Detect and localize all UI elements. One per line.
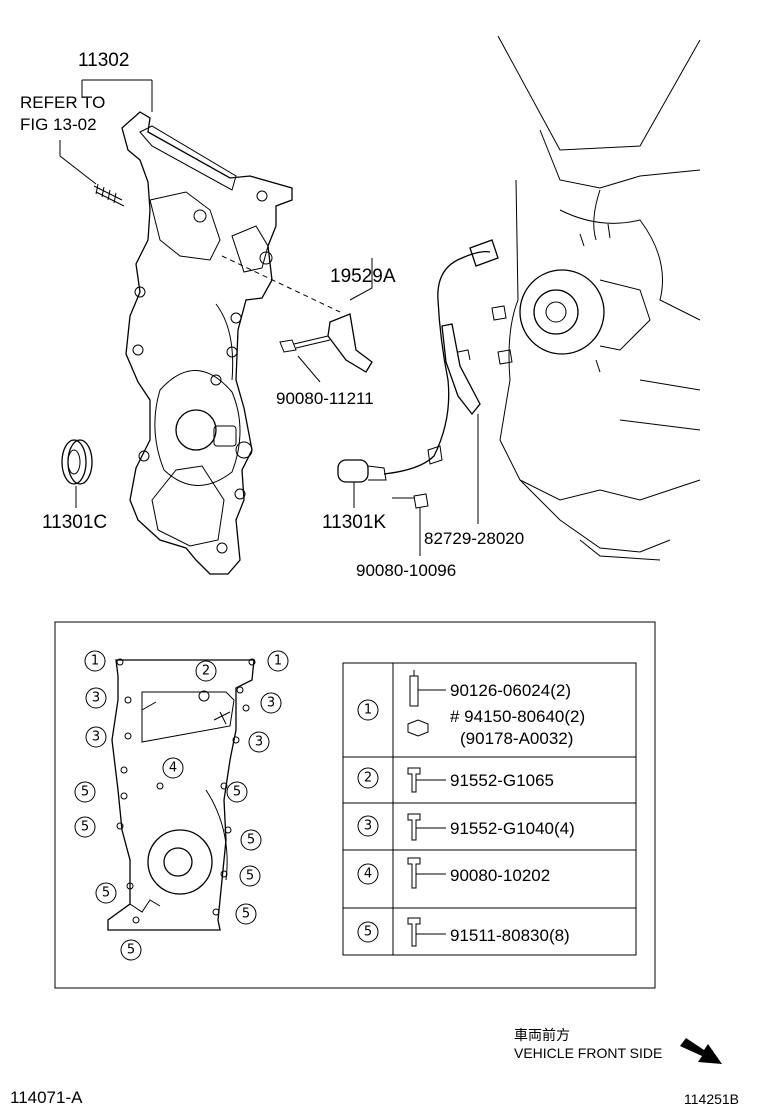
footer-right-code: 114251B — [684, 1091, 739, 1107]
svg-text:5: 5 — [242, 907, 250, 922]
table-row-4: 4 90080-10202 — [357, 857, 550, 889]
label-refer-line1: REFER TO — [20, 93, 105, 112]
svg-text:5: 5 — [127, 943, 135, 958]
label-11302: 11302 — [78, 50, 129, 71]
svg-text:3: 3 — [255, 735, 263, 750]
svg-text:5: 5 — [102, 886, 110, 901]
callout-1-right: 1 — [267, 650, 289, 672]
callout-3-d: 3 — [248, 731, 270, 753]
label-refer-line2: FIG 13-02 — [20, 115, 97, 134]
label-11301K: 11301K — [322, 512, 386, 533]
inset-bolt-holes — [116, 658, 256, 924]
callout-2: 2 — [195, 660, 217, 682]
sensor-bracket: 19529A 90080-11211 — [221, 255, 396, 408]
svg-text:1: 1 — [274, 654, 282, 669]
part-91552-G1040: 91552-G1040(4) — [450, 819, 575, 838]
svg-text:1: 1 — [91, 654, 99, 669]
engine-block — [491, 35, 701, 561]
svg-text:5: 5 — [247, 833, 255, 848]
bolt-table: 1 90126-06024(2) # 94150-80640(2) (90178… — [342, 662, 637, 956]
inset-callouts: 1 1 2 3 3 3 3 4 5 5 5 5 5 5 5 5 — [74, 650, 289, 961]
callout-5-g: 5 — [235, 903, 257, 925]
callout-3-c: 3 — [85, 726, 107, 748]
callout-5-h: 5 — [120, 939, 142, 961]
wire-clamp: 82729-28020 — [424, 323, 524, 548]
front-arrow-icon — [680, 1038, 722, 1064]
svg-text:2: 2 — [364, 771, 372, 786]
direction-label-jp: 車両前方 — [514, 1027, 570, 1043]
label-11301C: 11301C — [42, 512, 107, 533]
label-82729-28020: 82729-28020 — [424, 529, 524, 548]
callout-5-d: 5 — [240, 829, 262, 851]
svg-text:2: 2 — [202, 664, 210, 679]
svg-text:4: 4 — [169, 761, 177, 776]
oil-seal: 11301C — [42, 439, 107, 533]
timing-chain-cover — [121, 111, 293, 575]
svg-text:1: 1 — [364, 703, 372, 718]
part-90178-A0032: (90178-A0032) — [460, 729, 573, 748]
direction-label-en: VEHICLE FRONT SIDE — [514, 1045, 662, 1061]
part-94150-80640: # 94150-80640(2) — [450, 707, 585, 726]
callout-3-b: 3 — [260, 692, 282, 714]
callout-3-a: 3 — [85, 687, 107, 709]
svg-text:5: 5 — [81, 785, 89, 800]
callout-4: 4 — [162, 757, 184, 779]
svg-text:3: 3 — [92, 691, 100, 706]
stud-bolt — [93, 183, 125, 207]
bolt-location-inset — [54, 621, 656, 989]
table-row-3: 3 91552-G1040(4) — [357, 813, 575, 841]
svg-text:3: 3 — [364, 819, 372, 834]
vehicle-front-indicator: 車両前方 VEHICLE FRONT SIDE — [514, 1027, 722, 1064]
label-19529A: 19529A — [330, 266, 396, 287]
label-11302-group: 11302 REFER TO FIG 13-02 — [20, 50, 153, 185]
label-90080-11211: 90080-11211 — [276, 389, 374, 408]
label-90080-10096: 90080-10096 — [356, 561, 456, 580]
inset-cover-outline — [107, 658, 256, 931]
table-row-5: 5 91511-80830(8) — [357, 917, 570, 947]
svg-text:5: 5 — [364, 925, 372, 940]
svg-text:5: 5 — [81, 820, 89, 835]
svg-text:5: 5 — [246, 869, 254, 884]
crankshaft-position-sensor: 11301K 90080-10096 — [322, 239, 499, 580]
svg-text:5: 5 — [233, 785, 241, 800]
callout-5-e: 5 — [239, 865, 261, 887]
part-90126-06024: 90126-06024(2) — [450, 681, 571, 700]
callout-1-left: 1 — [84, 650, 106, 672]
table-row-2: 2 91552-G1065 — [357, 767, 554, 793]
callout-5-f: 5 — [95, 882, 117, 904]
svg-text:3: 3 — [92, 730, 100, 745]
callout-5-c: 5 — [74, 816, 96, 838]
svg-text:3: 3 — [267, 696, 275, 711]
callout-5-a: 5 — [74, 781, 96, 803]
part-90080-10202: 90080-10202 — [450, 866, 550, 885]
footer-left-code: 114071-A — [10, 1088, 83, 1107]
part-91511-80830: 91511-80830(8) — [450, 926, 570, 945]
table-row-1: 1 90126-06024(2) # 94150-80640(2) (90178… — [357, 670, 585, 748]
part-91552-G1065: 91552-G1065 — [450, 771, 554, 790]
callout-5-b: 5 — [226, 781, 248, 803]
svg-text:4: 4 — [364, 867, 372, 882]
